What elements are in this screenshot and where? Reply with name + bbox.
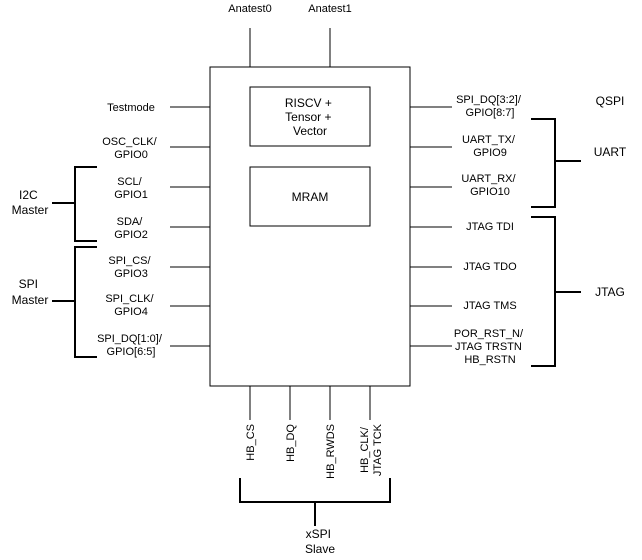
- pin-label-jtag-tms: JTAG TMS: [463, 300, 516, 312]
- group-label-qspi: QSPI: [596, 94, 625, 108]
- pin-label-spi-dq-high: SPI_DQ[3:2]/ GPIO[8:7]: [456, 94, 524, 119]
- pin-label-spi-dq-low: SPI_DQ[1:0]/ GPIO[6:5]: [97, 333, 165, 358]
- i2c-bracket: [74, 166, 97, 242]
- pin-label-hb-clk: HB_CLK/ JTAG TCK: [359, 423, 384, 476]
- pin-label-sda: SDA/ GPIO2: [114, 216, 148, 241]
- mram-block-label: MRAM: [292, 190, 329, 204]
- pin-label-osc-clk: OSC_CLK/ GPIO0: [102, 136, 159, 161]
- mram-block: [249, 166, 371, 227]
- pin-label-anatest0: Anatest0: [228, 3, 271, 15]
- pin-label-uart-tx: UART_TX/ GPIO9: [462, 134, 518, 159]
- pin-label-anatest1: Anatest1: [308, 3, 351, 15]
- uart-bracket: [531, 118, 556, 208]
- group-label-i2c: I2C Master: [12, 188, 49, 217]
- spi-bracket: [74, 246, 97, 358]
- pin-label-hb-cs: HB_CS: [245, 424, 257, 461]
- pin-label-por-rst: POR_RST_N/ JTAG TRSTN HB_RSTN: [454, 328, 526, 366]
- pin-label-jtag-tdi: JTAG TDI: [466, 221, 514, 233]
- pin-label-scl: SCL/ GPIO1: [114, 176, 148, 201]
- jtag-bracket: [531, 216, 556, 367]
- group-label-uart: UART: [594, 145, 627, 159]
- pin-label-uart-rx: UART_RX/ GPIO10: [461, 173, 518, 198]
- pin-label-spi-clk: SPI_CLK/ GPIO4: [105, 293, 156, 318]
- group-label-xspi: xSPI Slave: [305, 527, 335, 556]
- pin-label-spi-cs: SPI_CS/ GPIO3: [108, 255, 153, 280]
- riscv-block-label: RISCV + Tensor + Vector: [285, 96, 335, 138]
- group-label-jtag: JTAG: [595, 285, 625, 299]
- pin-label-jtag-tdo: JTAG TDO: [463, 261, 517, 273]
- pin-label-hb-dq: HB_DQ: [285, 424, 297, 462]
- riscv-block: [249, 86, 371, 147]
- pin-label-hb-rwds: HB_RWDS: [325, 424, 337, 479]
- group-label-spi: SPI Master: [12, 277, 49, 307]
- pin-label-testmode: Testmode: [107, 102, 155, 114]
- xspi-bracket: [239, 478, 391, 503]
